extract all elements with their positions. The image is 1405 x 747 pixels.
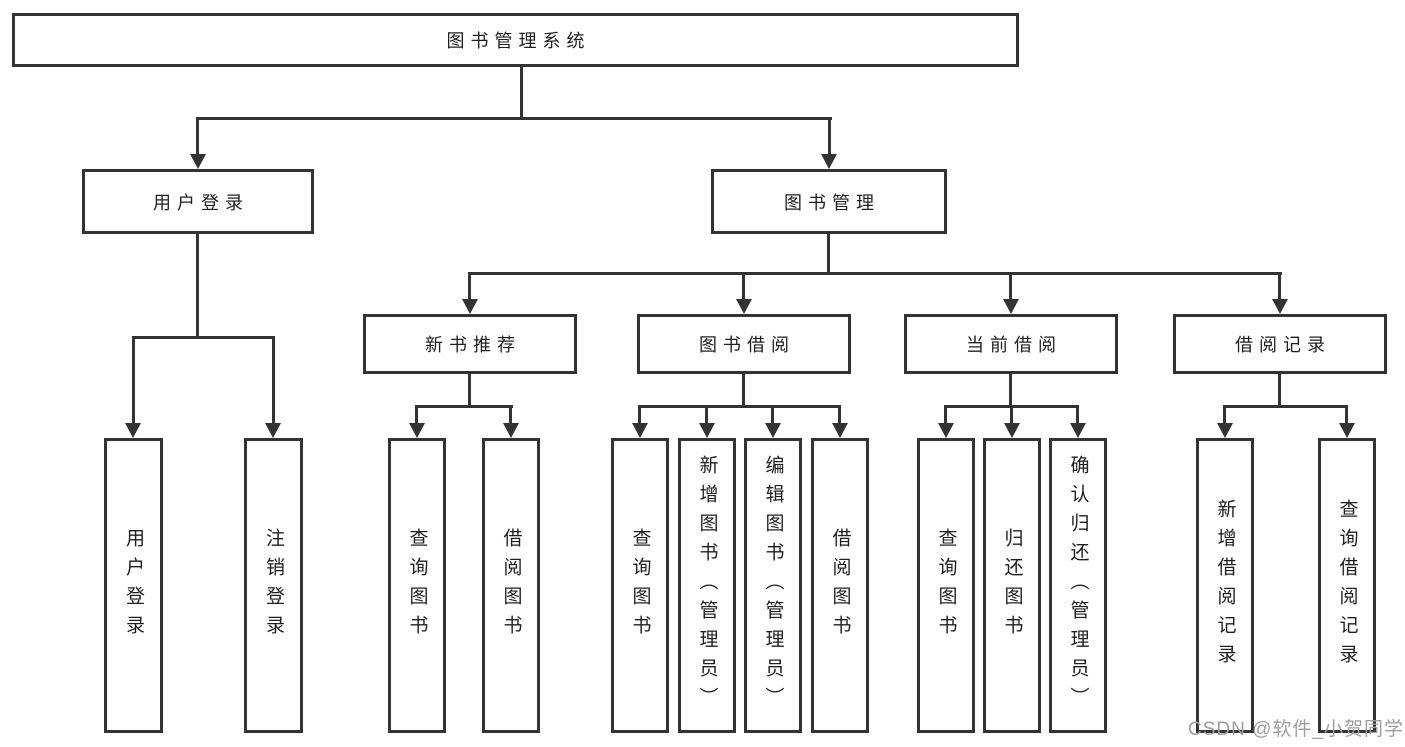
connector-drop-borrow	[742, 272, 745, 300]
arrow-down-icon	[699, 423, 715, 438]
arrow-down-icon	[736, 299, 752, 314]
connector-management-trunk	[827, 234, 830, 272]
connector-current-trunk	[1009, 374, 1012, 405]
connector-drop-leaf	[838, 405, 841, 424]
arrow-down-icon	[125, 423, 141, 438]
connector-level3-rail	[469, 272, 1282, 275]
arrow-down-icon	[1070, 423, 1086, 438]
node-current-return-books-label: 归还图书	[1001, 527, 1023, 644]
connector-login-trunk	[196, 234, 199, 336]
arrow-down-icon	[462, 299, 478, 314]
arrow-down-icon	[938, 423, 954, 438]
node-logout: 注销登录	[244, 438, 303, 733]
arrow-down-icon	[1217, 423, 1233, 438]
node-book-management-module-label: 图书管理	[784, 192, 880, 213]
node-user-login-module: 用户登录	[82, 169, 314, 234]
connector-drop-leaf	[1223, 405, 1226, 424]
node-user-login-label: 用户登录	[123, 527, 144, 644]
arrow-down-icon	[765, 423, 781, 438]
node-current-query-books-label: 查询图书	[935, 527, 957, 644]
arrow-down-icon	[1272, 299, 1288, 314]
node-newbook-query-books-label: 查询图书	[406, 527, 428, 644]
connector-drop-leaf	[705, 405, 708, 424]
connector-level2-rail	[196, 117, 832, 120]
connector-records-rail	[1223, 405, 1348, 408]
node-book-management-module: 图书管理	[711, 169, 947, 234]
connector-root-trunk	[520, 67, 523, 117]
connector-drop-user-login	[132, 336, 135, 424]
node-current-confirm-return-admin-label: 确认归还（管理员）	[1067, 455, 1089, 716]
node-borrow-query-books-label: 查询图书	[629, 527, 651, 644]
node-borrow-query-books: 查询图书	[611, 438, 669, 733]
arrow-down-icon	[832, 423, 848, 438]
node-borrow-edit-books-admin: 编辑图书（管理员）	[744, 438, 802, 733]
node-current-return-books: 归还图书	[983, 438, 1041, 733]
connector-drop-leaf	[944, 405, 947, 424]
connector-drop-login	[196, 117, 199, 155]
arrow-down-icon	[821, 154, 837, 169]
connector-drop-leaf	[1010, 405, 1013, 424]
connector-borrow-trunk	[742, 374, 745, 405]
connector-drop-current	[1009, 272, 1012, 300]
node-borrow-borrow-books-label: 借阅图书	[829, 527, 851, 644]
connector-newbook-trunk	[468, 374, 471, 405]
node-current-borrowing-label: 当前借阅	[966, 335, 1062, 355]
node-records-query-borrow-record-label: 查询借阅记录	[1336, 498, 1358, 673]
node-newbook-recommend-label: 新书推荐	[425, 335, 521, 355]
connector-drop-leaf	[1345, 405, 1348, 424]
node-root-system: 图书管理系统	[12, 13, 1019, 67]
node-current-confirm-return-admin: 确认归还（管理员）	[1049, 438, 1107, 733]
node-borrow-add-books-admin-label: 新增图书（管理员）	[696, 455, 718, 716]
node-records-query-borrow-record: 查询借阅记录	[1318, 438, 1376, 733]
arrow-down-icon	[1004, 423, 1020, 438]
node-user-login: 用户登录	[104, 438, 163, 733]
node-newbook-borrow-books: 借阅图书	[482, 438, 540, 733]
connector-records-trunk	[1278, 374, 1281, 405]
arrow-down-icon	[503, 423, 519, 438]
connector-drop-leaf	[771, 405, 774, 424]
node-book-borrowing-label: 图书借阅	[699, 335, 795, 355]
node-current-query-books: 查询图书	[917, 438, 975, 733]
connector-login-rail	[132, 336, 275, 339]
node-current-borrowing: 当前借阅	[904, 314, 1118, 374]
arrow-down-icon	[1339, 423, 1355, 438]
node-borrow-add-books-admin: 新增图书（管理员）	[678, 438, 736, 733]
node-records-add-borrow-record-label: 新增借阅记录	[1214, 498, 1236, 673]
arrow-down-icon	[1003, 299, 1019, 314]
node-newbook-query-books: 查询图书	[388, 438, 446, 733]
connector-drop-leaf	[1076, 405, 1079, 424]
csdn-watermark: CSDN @软件_小贺同学	[1188, 719, 1404, 740]
connector-drop-records	[1278, 272, 1281, 300]
connector-drop-management	[828, 117, 831, 155]
node-borrow-edit-books-admin-label: 编辑图书（管理员）	[762, 455, 784, 716]
arrow-down-icon	[265, 423, 281, 438]
connector-drop-leaf	[415, 405, 418, 424]
arrow-down-icon	[632, 423, 648, 438]
node-borrowing-records-label: 借阅记录	[1235, 335, 1331, 355]
node-newbook-recommend: 新书推荐	[363, 314, 577, 374]
connector-drop-leaf	[638, 405, 641, 424]
node-logout-label: 注销登录	[263, 527, 284, 644]
node-root-system-label: 图书管理系统	[446, 31, 591, 51]
node-newbook-borrow-books-label: 借阅图书	[500, 527, 522, 644]
connector-drop-newbook	[468, 272, 471, 300]
connector-borrow-rail	[638, 405, 841, 408]
node-book-borrowing: 图书借阅	[637, 314, 851, 374]
node-borrow-borrow-books: 借阅图书	[811, 438, 869, 733]
connector-drop-logout	[272, 336, 275, 424]
connector-drop-leaf	[509, 405, 512, 424]
node-user-login-module-label: 用户登录	[153, 192, 249, 213]
connector-newbook-rail	[415, 405, 513, 408]
node-records-add-borrow-record: 新增借阅记录	[1196, 438, 1254, 733]
node-borrowing-records: 借阅记录	[1173, 314, 1387, 374]
arrow-down-icon	[190, 154, 206, 169]
arrow-down-icon	[409, 423, 425, 438]
